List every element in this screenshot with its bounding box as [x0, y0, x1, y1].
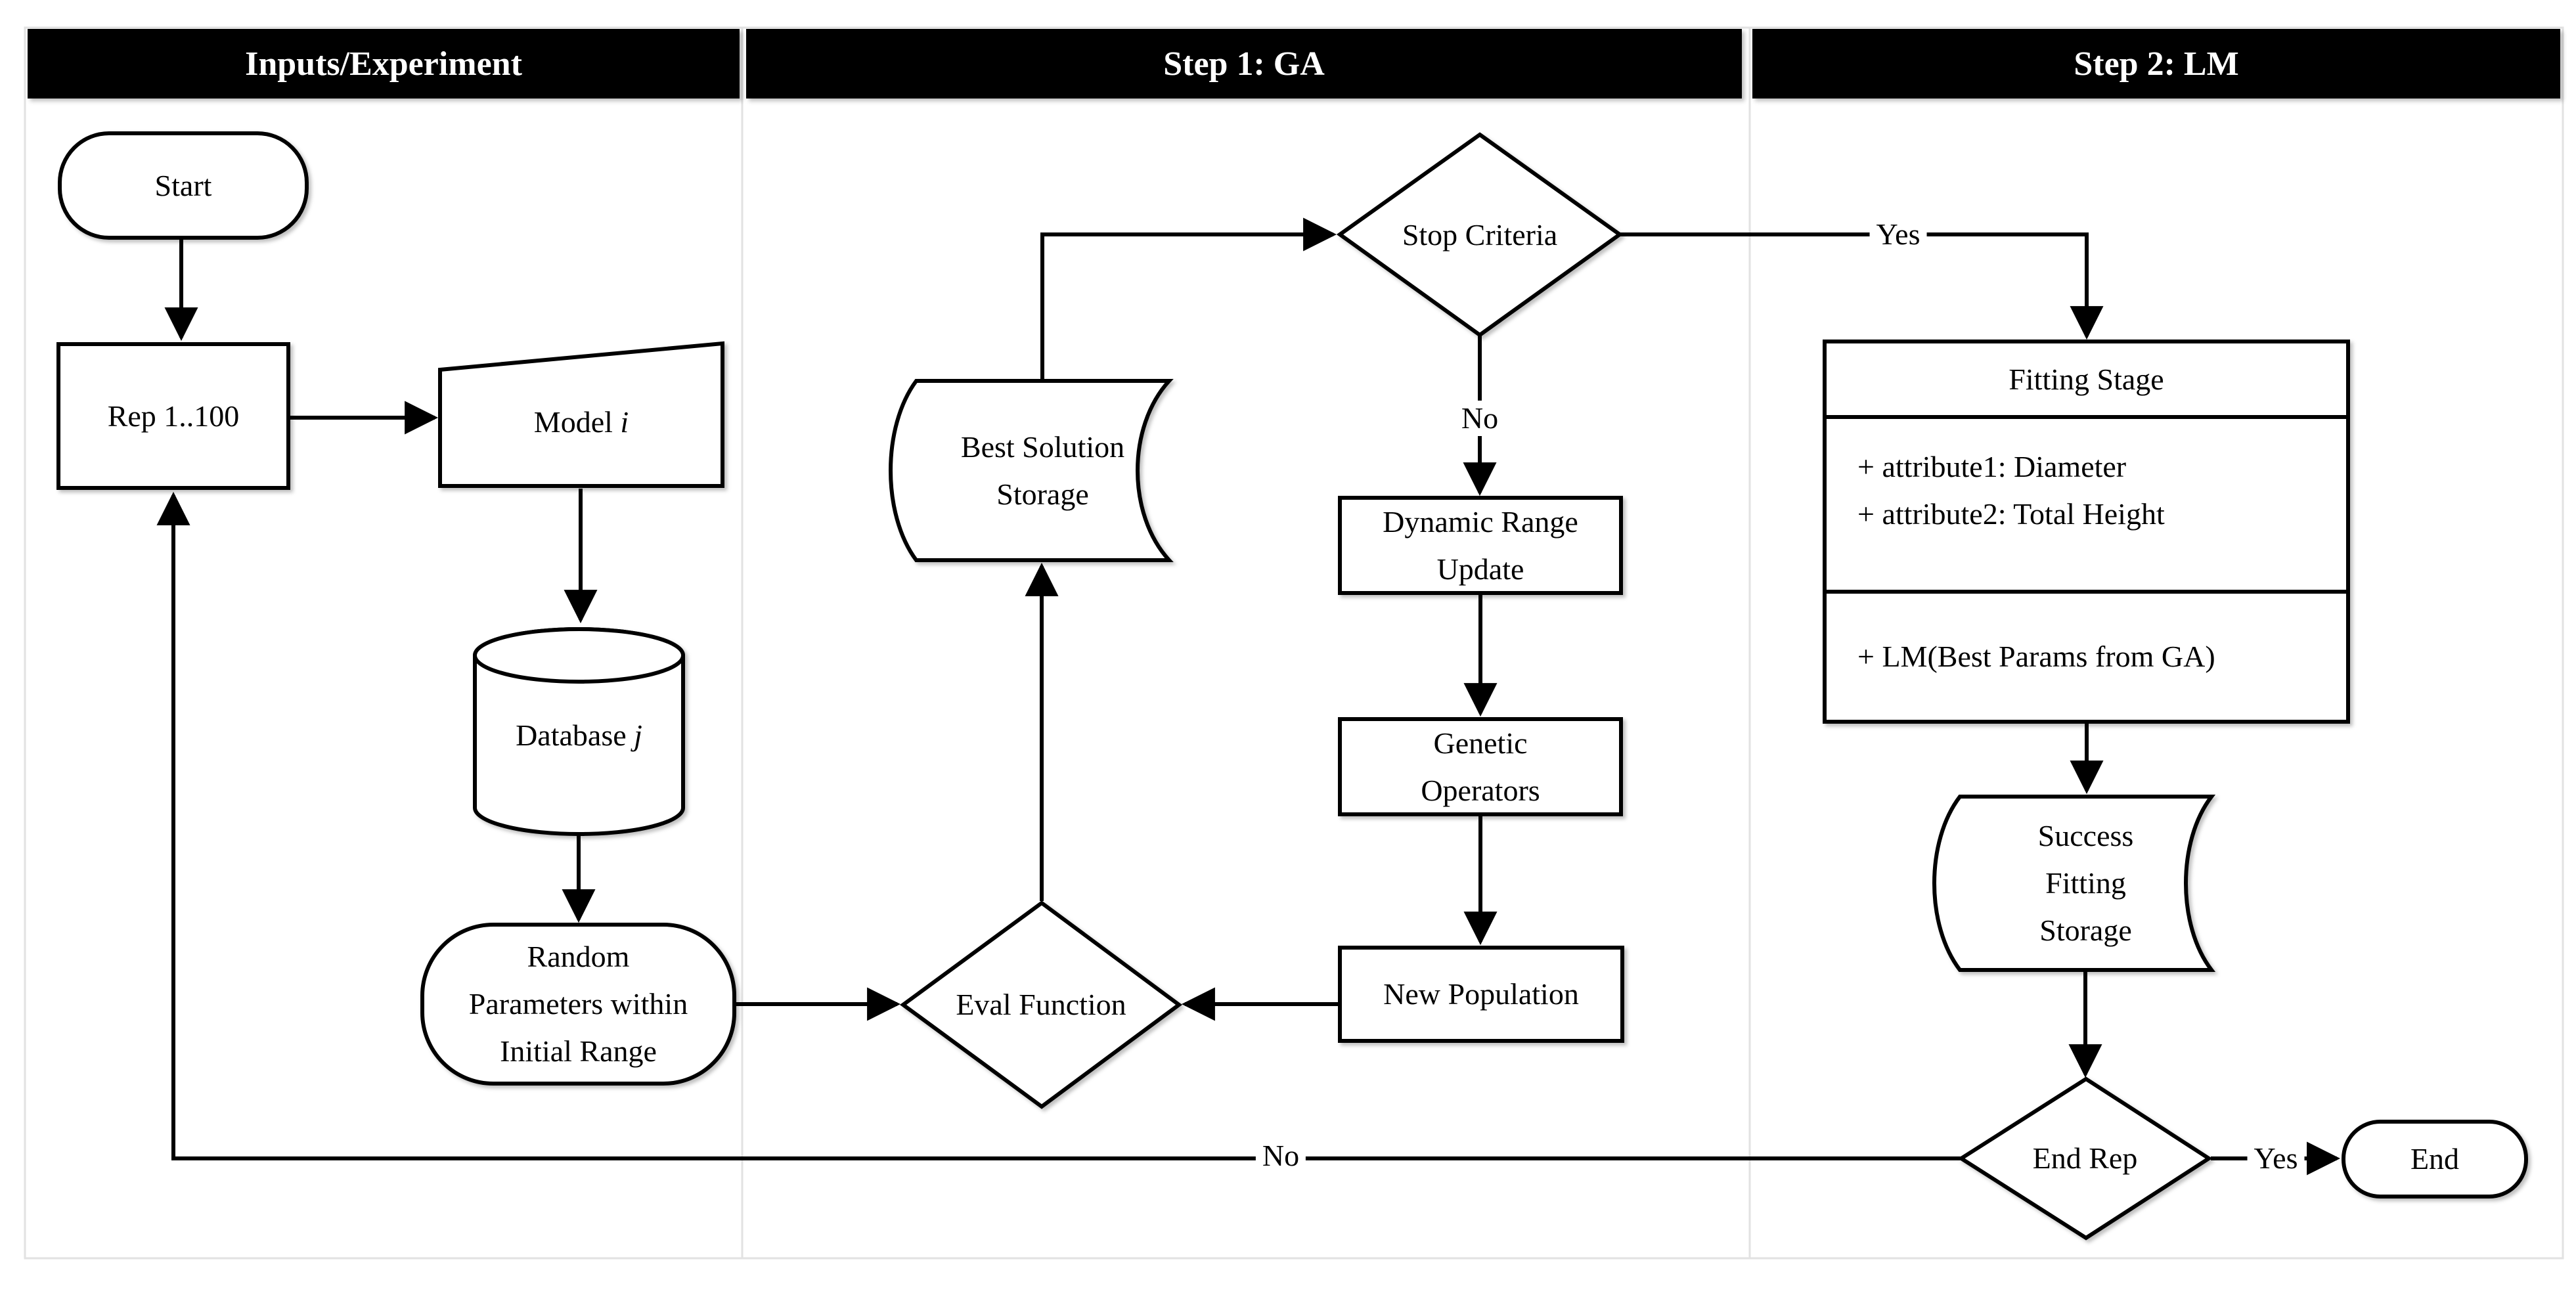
- nodes: [56, 131, 2528, 1241]
- lane-header-label: Step 2: LM: [2074, 45, 2239, 83]
- genetic-operators-line2: Operators: [1421, 773, 1540, 807]
- new-population-label: New Population: [1383, 977, 1579, 1011]
- dynamic-range-label: Dynamic Range Update: [1340, 498, 1621, 593]
- lane-header-label: Inputs/Experiment: [245, 45, 522, 83]
- end-rep-node: [1957, 1076, 2213, 1241]
- start-label: Start: [154, 168, 212, 202]
- stop-criteria-yes-label: Yes: [1869, 217, 1927, 252]
- model-label-index: i: [620, 405, 629, 439]
- lane-header-inputs-experiment: Inputs/Experiment: [28, 29, 740, 99]
- pool-border: [24, 26, 2564, 1260]
- success-fitting-line3: Storage: [2039, 913, 2132, 947]
- dynamic-range-line2: Update: [1436, 552, 1524, 586]
- dynamic-range-node: [1338, 496, 1623, 595]
- fitting-stage-method: + LM(Best Params from GA): [1857, 640, 2215, 673]
- dynamic-range-line1: Dynamic Range: [1383, 504, 1578, 539]
- start-node: [58, 131, 309, 240]
- eval-function-label: Eval Function: [956, 988, 1126, 1021]
- eval-function-node: [899, 900, 1183, 1109]
- random-params-label: Random Parameters within Initial Range: [422, 925, 734, 1084]
- success-fitting-line2: Fitting: [2045, 866, 2126, 900]
- end-node: [2342, 1120, 2528, 1198]
- fitting-stage-attribute1: + attribute1: Diameter: [1857, 450, 2127, 483]
- lane-header-step1-ga: Step 1: GA: [746, 29, 1742, 99]
- lane-header-step2-lm: Step 2: LM: [1752, 29, 2560, 99]
- fitting-stage-title: Fitting Stage: [2009, 362, 2164, 396]
- random-params-node: [420, 923, 736, 1086]
- connectors: [156, 217, 2341, 1176]
- fitting-stage-node: [1823, 340, 2350, 724]
- end-label: End: [2410, 1142, 2460, 1176]
- best-solution-line1: Best Solution: [960, 429, 1125, 464]
- lane-header-label: Step 1: GA: [1163, 45, 1325, 83]
- rep-node: [56, 342, 290, 490]
- best-solution-storage-node: [889, 379, 1174, 562]
- fitting-stage-attribute2: + attribute2: Total Height: [1857, 497, 2165, 531]
- genetic-operators-label: Genetic Operators: [1340, 719, 1621, 814]
- end-rep-no-label: No: [1255, 1138, 1306, 1174]
- database-label: Database j: [475, 683, 683, 788]
- genetic-operators-line1: Genetic: [1433, 726, 1528, 760]
- database-label-index: j: [634, 718, 642, 752]
- random-params-line2: Parameters within: [468, 987, 688, 1021]
- best-solution-label: Best Solution Storage: [916, 381, 1169, 560]
- edge-end-rep-no-return: [156, 491, 1961, 1160]
- database-label-text: Database: [516, 718, 634, 752]
- model-label: Model i: [440, 358, 722, 486]
- random-params-line3: Initial Range: [500, 1034, 657, 1068]
- database-node-top: [473, 627, 685, 684]
- success-fitting-storage-node: [1932, 795, 2216, 972]
- end-rep-label: End Rep: [2032, 1141, 2138, 1175]
- rep-label: Rep 1..100: [107, 399, 240, 433]
- fitting-stage-attributes: + attribute1: Diameter + attribute2: Tot…: [1825, 417, 2348, 618]
- edge-stop-criteria-yes: [1620, 232, 2104, 340]
- stop-criteria-label: Stop Criteria: [1402, 217, 1558, 252]
- stop-criteria-no-label: No: [1454, 401, 1505, 436]
- success-fitting-label: Success Fitting Storage: [1960, 797, 2211, 970]
- end-rep-yes-label: Yes: [2247, 1141, 2305, 1176]
- new-population-node: [1338, 946, 1624, 1043]
- genetic-operators-node: [1338, 717, 1623, 816]
- stop-criteria-node: [1336, 132, 1624, 338]
- best-solution-line2: Storage: [996, 477, 1089, 511]
- edge-best-solution-to-stop-criteria: [1040, 217, 1337, 381]
- model-node: [438, 341, 724, 488]
- random-params-line1: Random: [527, 940, 630, 973]
- success-fitting-line1: Success: [2037, 819, 2134, 852]
- model-label-text: Model: [533, 405, 621, 439]
